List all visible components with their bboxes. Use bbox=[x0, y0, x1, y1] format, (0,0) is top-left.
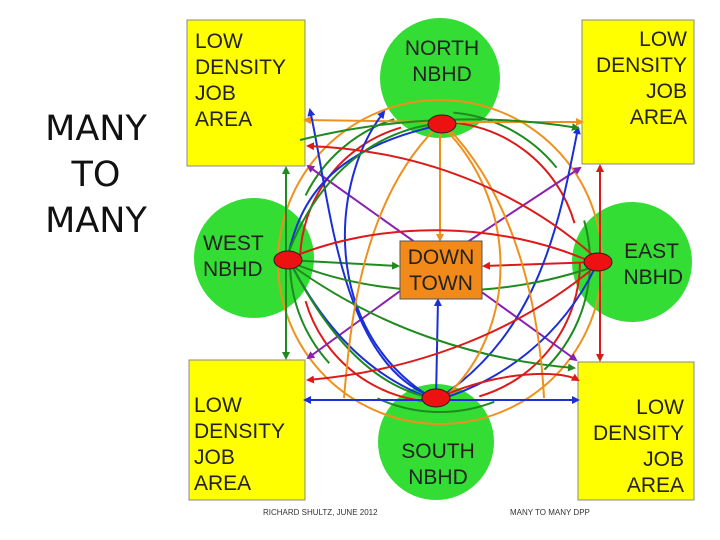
route-green-west-br bbox=[289, 263, 576, 372]
job-area-top-left-line-3: JOB bbox=[195, 82, 236, 105]
downtown-label-line-2: TOWN bbox=[409, 272, 473, 295]
job-area-bottom-right-line-2: DENSITY bbox=[593, 422, 684, 445]
job-area-bottom-right-line-3: JOB bbox=[643, 448, 684, 471]
author-credit: RICHARD SHULTZ, JUNE 2012 bbox=[263, 508, 378, 517]
job-area-bottom-left-line-2: DENSITY bbox=[194, 420, 285, 443]
title-line-2: TO bbox=[71, 155, 121, 195]
job-area-bottom-left-line-3: JOB bbox=[194, 446, 235, 469]
east-label-line-2: NBHD bbox=[623, 266, 683, 289]
diagram-label-credit: MANY TO MANY DPP bbox=[510, 508, 590, 517]
route-red-east-bl bbox=[306, 265, 597, 384]
route-blue-south-tr bbox=[441, 126, 581, 397]
north-label-line-1: NORTH bbox=[405, 37, 479, 60]
route-orange-north-bl bbox=[343, 123, 441, 399]
job-area-top-left-line-4: AREA bbox=[195, 108, 252, 131]
east-neighborhood bbox=[572, 202, 692, 322]
title-line-1: MANY bbox=[45, 109, 147, 149]
route-blue-south-tl bbox=[307, 108, 431, 397]
job-area-bottom-left bbox=[188, 359, 306, 501]
job-area-bottom-left-line-1: LOW bbox=[194, 394, 242, 417]
downtown-label-line-1: DOWN bbox=[408, 246, 475, 269]
route-green-west-north bbox=[287, 123, 437, 255]
west-label-line-1: WEST bbox=[203, 232, 264, 255]
job-area-top-left-line-1: LOW bbox=[195, 30, 243, 53]
route-south-to-downtown bbox=[433, 298, 442, 399]
north-label-line-2: NBHD bbox=[412, 63, 472, 86]
job-area-top-right-line-2: DENSITY bbox=[596, 54, 687, 77]
diagram-title: MANY TO MANY bbox=[22, 106, 170, 244]
job-area-bottom-right bbox=[577, 361, 695, 501]
route-east-to-downtown bbox=[482, 261, 599, 270]
job-area-bottom-right-line-1: LOW bbox=[636, 396, 684, 419]
downtown-box bbox=[399, 240, 483, 300]
route-west-to-downtown bbox=[285, 259, 400, 270]
route-red-east-tl bbox=[306, 142, 597, 259]
east-label-line-1: EAST bbox=[624, 240, 679, 263]
south-label-line-1: SOUTH bbox=[401, 440, 475, 463]
job-area-top-right-line-1: LOW bbox=[639, 28, 687, 51]
job-area-bottom-right-line-4: AREA bbox=[627, 474, 684, 497]
route-blue-east-south bbox=[443, 265, 597, 399]
north-stop bbox=[427, 114, 457, 134]
title-line-3: MANY bbox=[45, 201, 147, 241]
route-red-south-br bbox=[437, 372, 580, 399]
north-neighborhood bbox=[380, 18, 500, 138]
east-stop bbox=[583, 252, 613, 272]
job-area-top-right-line-4: AREA bbox=[630, 106, 687, 129]
job-area-top-left bbox=[186, 19, 306, 167]
job-area-top-left-line-2: DENSITY bbox=[195, 56, 286, 79]
west-stop bbox=[273, 250, 303, 270]
route-orange-north-south bbox=[439, 123, 502, 399]
west-label-line-2: NBHD bbox=[203, 258, 263, 281]
route-orange-north-br bbox=[443, 123, 545, 399]
west-neighborhood bbox=[194, 198, 314, 318]
job-area-top-right bbox=[581, 19, 695, 165]
route-green-west-south bbox=[289, 261, 433, 399]
south-label-line-2: NBHD bbox=[408, 466, 468, 489]
route-blue-north-west bbox=[287, 125, 437, 257]
route-red-east-west bbox=[289, 229, 597, 265]
south-neighborhood bbox=[378, 384, 494, 500]
south-stop bbox=[421, 388, 451, 408]
job-area-top-right-line-3: JOB bbox=[646, 80, 687, 103]
job-area-bottom-left-line-4: AREA bbox=[194, 472, 251, 495]
